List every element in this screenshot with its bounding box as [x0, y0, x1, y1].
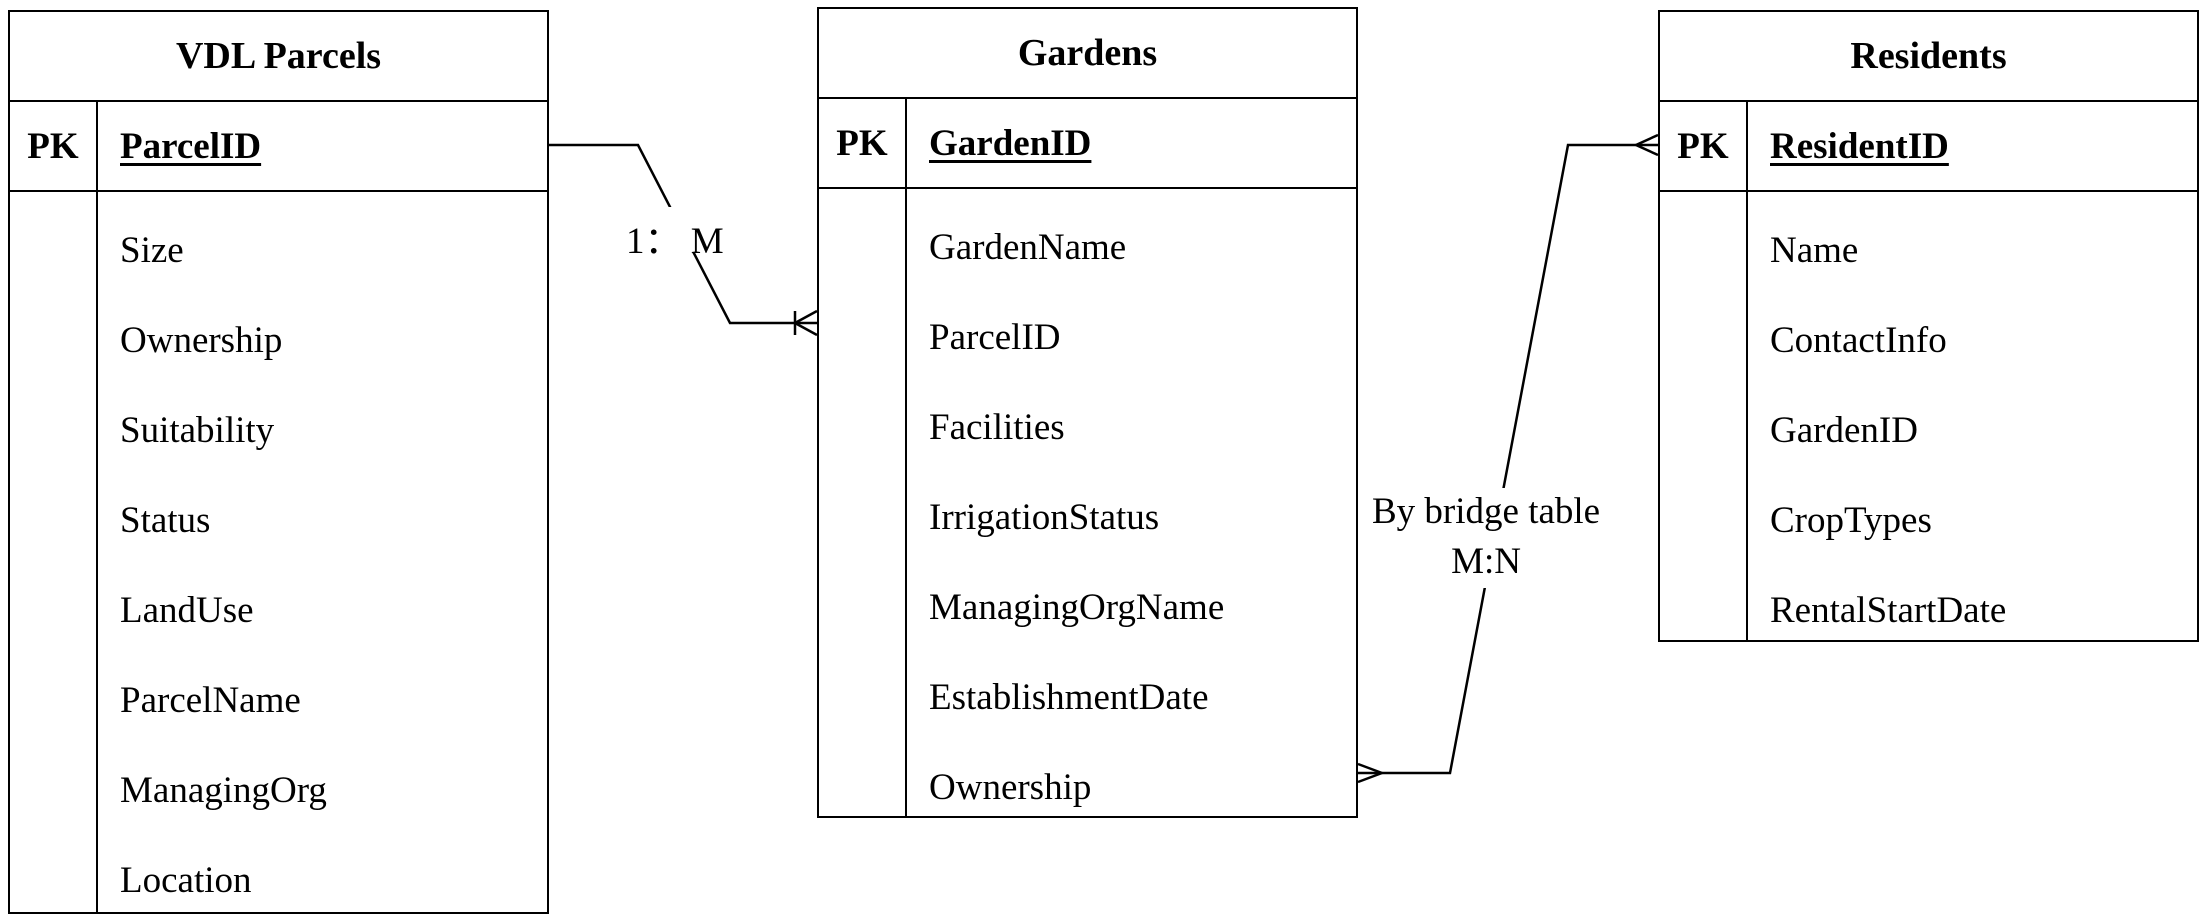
crows-foot-garden-upper	[1357, 762, 1383, 775]
primary-key-row: PK ResidentID	[1660, 102, 2197, 192]
attribute: ContactInfo	[1770, 319, 1947, 361]
entity-title: Gardens	[819, 9, 1356, 99]
entity-title: VDL Parcels	[10, 12, 547, 102]
attribute: Facilities	[929, 406, 1065, 448]
key-column-spacer	[10, 192, 98, 912]
pk-label: PK	[819, 99, 907, 187]
key-column-spacer	[819, 189, 907, 816]
attribute: IrrigationStatus	[929, 496, 1160, 538]
relationship-label-parcel-garden: 1： M	[626, 221, 724, 262]
crows-foot-upper	[794, 309, 818, 325]
attribute: Ownership	[120, 319, 283, 361]
attribute: ManagingOrg	[120, 769, 327, 811]
attribute: Name	[1770, 229, 1859, 271]
crows-foot-resident-upper	[1635, 133, 1659, 147]
attribute: GardenName	[929, 226, 1127, 268]
attribute: Size	[120, 229, 184, 271]
attribute: GardenID	[1770, 409, 1918, 451]
pk-label: PK	[1660, 102, 1748, 190]
attribute-block: Name ContactInfo GardenID CropTypes Rent…	[1660, 192, 2197, 640]
pk-label: PK	[10, 102, 98, 190]
label-mask-2	[1370, 488, 1640, 588]
crows-foot-lower	[794, 321, 818, 337]
attribute: ManagingOrgName	[929, 586, 1225, 628]
crows-foot-resident-lower	[1635, 143, 1659, 157]
attribute-list: GardenName ParcelID Facilities Irrigatio…	[907, 189, 1356, 816]
primary-key-name: ParcelID	[120, 125, 262, 167]
attribute: Ownership	[929, 766, 1092, 808]
attribute: Location	[120, 859, 252, 901]
primary-key-row: PK GardenID	[819, 99, 1356, 189]
key-column-spacer	[1660, 192, 1748, 640]
garden-resident-connector	[1358, 143, 1658, 775]
attribute-list: Name ContactInfo GardenID CropTypes Rent…	[1748, 192, 2197, 640]
attribute: RentalStartDate	[1770, 589, 2007, 631]
relationship-cardinality: M:N	[1451, 541, 1521, 582]
entity-gardens: Gardens PK GardenID GardenName ParcelID …	[817, 7, 1358, 818]
relationship-label-garden-resident: By bridge table M:N	[1372, 487, 1600, 587]
entity-title: Residents	[1660, 12, 2197, 102]
primary-key-name: GardenID	[929, 122, 1092, 164]
relationship-label-line: By bridge table	[1372, 491, 1601, 532]
crows-foot-garden-lower	[1357, 771, 1383, 784]
attribute-block: GardenName ParcelID Facilities Irrigatio…	[819, 189, 1356, 816]
attribute: CropTypes	[1770, 499, 1932, 541]
entity-vdl-parcels: VDL Parcels PK ParcelID Size Ownership S…	[8, 10, 549, 914]
primary-key-row: PK ParcelID	[10, 102, 547, 192]
primary-key-name: ResidentID	[1770, 125, 1949, 167]
label-mask-1	[620, 207, 732, 253]
attribute: Suitability	[120, 409, 275, 451]
attribute: ParcelName	[120, 679, 301, 721]
entity-residents: Residents PK ResidentID Name ContactInfo…	[1658, 10, 2199, 642]
attribute-list: Size Ownership Suitability Status LandUs…	[98, 192, 547, 912]
attribute-block: Size Ownership Suitability Status LandUs…	[10, 192, 547, 912]
attribute: EstablishmentDate	[929, 676, 1209, 718]
attribute: ParcelID	[929, 316, 1061, 358]
attribute: LandUse	[120, 589, 254, 631]
attribute: Status	[120, 499, 211, 541]
